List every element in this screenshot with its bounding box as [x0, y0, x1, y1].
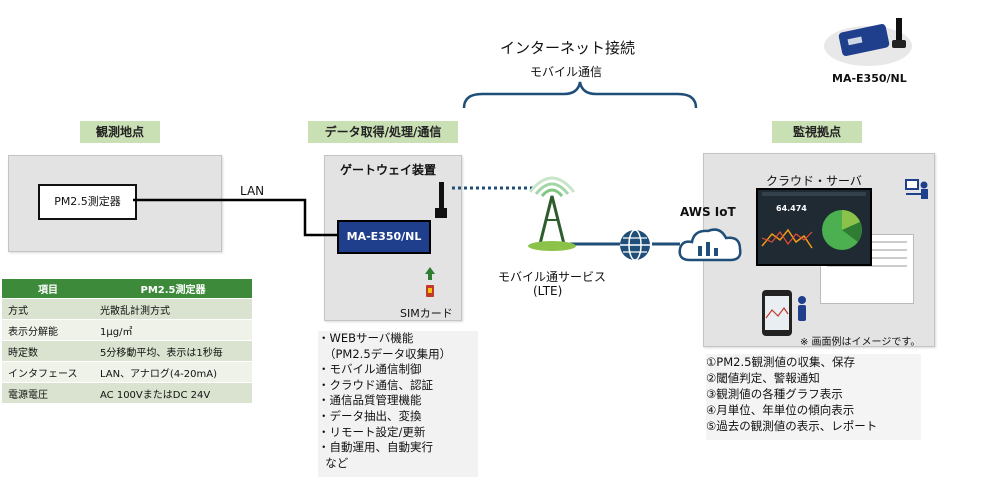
image-note: ※ 画面例はイメージです。	[800, 337, 921, 348]
table-cell-value: 5分移動平均、表示は1秒毎	[94, 340, 252, 362]
lte-label: (LTE)	[533, 284, 563, 298]
list-item: ・通信品質管理機能	[318, 393, 422, 408]
dashboard-screen: 64.474	[756, 188, 872, 266]
list-item: ②閾値判定、警報通知	[706, 371, 820, 385]
gateway-device: MA-E350/NL	[337, 220, 431, 254]
section-gateway: データ取得/処理/通信	[308, 121, 458, 143]
cell-tower-icon	[528, 176, 576, 251]
brace-icon	[462, 81, 698, 109]
smartphone-icon	[762, 290, 806, 336]
table-row: 表示分解能 1μg/㎥	[2, 319, 252, 341]
sim-card-label: SIMカード	[400, 307, 453, 320]
mobile-label: モバイル通信	[530, 65, 603, 79]
gateway-title: ゲートウェイ装置	[340, 163, 437, 177]
table-cell-key: 方式	[2, 298, 94, 320]
list-item: ・モバイル通信制御	[318, 362, 422, 377]
product-model-label: MA-E350/NL	[832, 72, 907, 85]
pm25-sensor-box: PM2.5測定器	[38, 184, 137, 220]
list-item: ・クラウド通信、認証	[318, 377, 433, 392]
table-header-row: 項目 PM2.5測定器	[2, 279, 252, 299]
product-photo-icon	[824, 18, 912, 66]
list-item: ・自動運用、自動実行	[318, 440, 433, 455]
list-item: ④月単位、年単位の傾向表示	[706, 403, 855, 417]
sim-card-icon	[425, 267, 435, 297]
table-row: 電源電圧 AC 100VまたはDC 24V	[2, 382, 252, 403]
table-header-device: PM2.5測定器	[94, 279, 252, 299]
list-item: など	[318, 455, 349, 470]
list-item: ・データ抽出、変換	[318, 408, 422, 423]
table-cell-value: LAN、アナログ(4-20mA)	[94, 361, 252, 383]
table-header-item: 項目	[2, 279, 94, 299]
list-item: ⑤過去の観測値の表示、レポート	[706, 419, 878, 433]
internet-label: インターネット接続	[500, 39, 636, 57]
table-row: 時定数 5分移動平均、表示は1秒毎	[2, 340, 252, 362]
gateway-feature-list: ・WEBサーバ機能 （PM2.5データ収集用） ・モバイル通信制御 ・クラウド通…	[318, 331, 478, 477]
globe-icon	[620, 229, 650, 261]
table-cell-key: 電源電圧	[2, 382, 94, 403]
table-row: インタフェース LAN、アナログ(4-20mA)	[2, 361, 252, 383]
table-cell-key: インタフェース	[2, 361, 94, 383]
antenna-icon	[435, 182, 447, 218]
monitor-function-list: ①PM2.5観測値の収集、保存 ②閾値判定、警報通知 ③観測値の各種グラフ表示 …	[706, 354, 921, 440]
table-cell-key: 表示分解能	[2, 319, 94, 341]
list-item: ①PM2.5観測値の収集、保存	[706, 355, 855, 369]
list-item: （PM2.5データ収集用）	[324, 346, 452, 361]
dashboard-value: 64.474	[776, 204, 807, 213]
list-item: ③観測値の各種グラフ表示	[706, 387, 843, 401]
table-row: 方式 光散乱計測方式	[2, 298, 252, 320]
operator-icon	[905, 179, 928, 199]
list-item: ・WEBサーバ機能	[318, 331, 414, 345]
cloud-server-label: クラウド・サーバ	[766, 174, 862, 188]
mobile-service-label: モバイル通サービス	[498, 270, 607, 284]
table-cell-value: AC 100VまたはDC 24V	[94, 382, 252, 403]
section-monitor: 監視拠点	[772, 121, 862, 143]
table-cell-value: 光散乱計測方式	[94, 298, 252, 320]
table-cell-key: 時定数	[2, 340, 94, 362]
table-cell-value: 1μg/㎥	[94, 319, 252, 341]
aws-iot-label: AWS IoT	[680, 205, 736, 219]
lan-label: LAN	[240, 184, 265, 198]
section-site: 観測地点	[80, 121, 160, 143]
spec-table: 項目 PM2.5測定器 方式 光散乱計測方式 表示分解能 1μg/㎥ 時定数 5…	[2, 279, 252, 403]
cloud-icon	[678, 228, 742, 262]
dashboard-chart-icon	[761, 192, 866, 250]
list-item: ・リモート設定/更新	[318, 424, 426, 439]
